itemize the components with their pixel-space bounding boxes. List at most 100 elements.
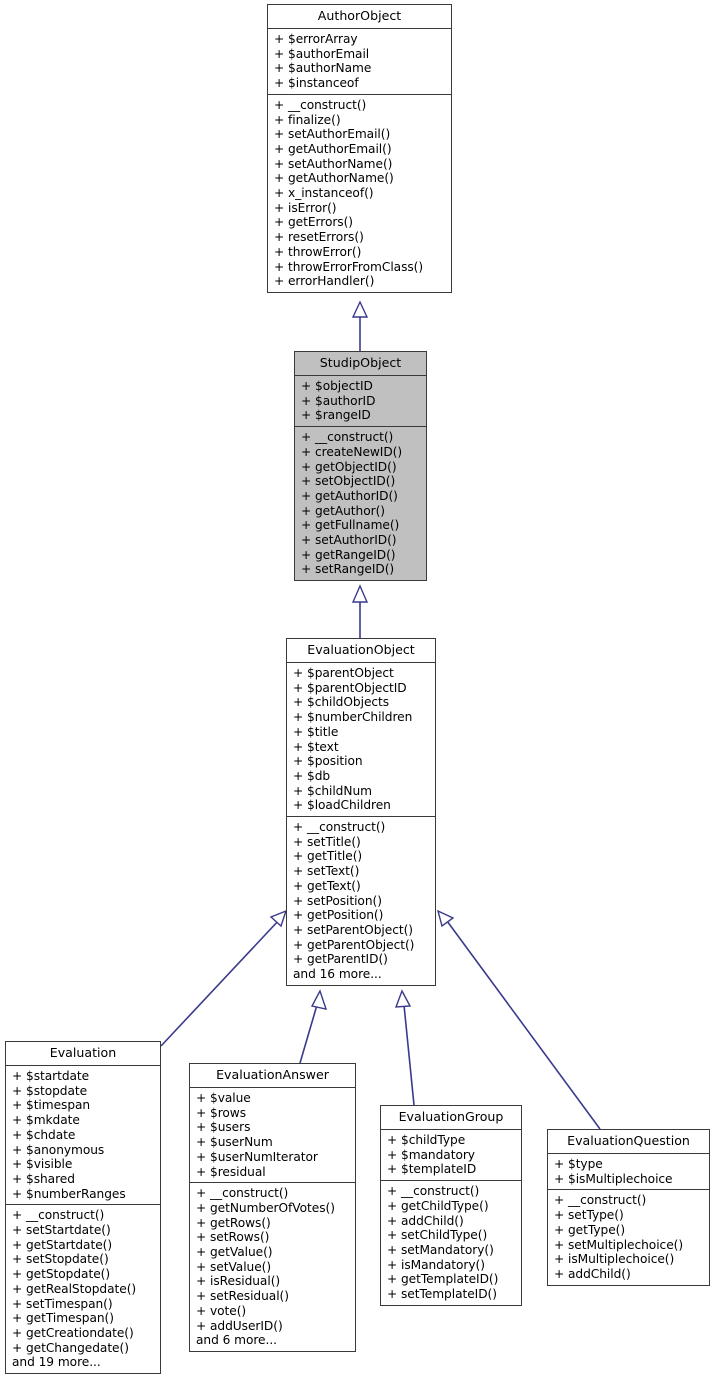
attribute-row: + $startdate [12,1069,90,1083]
attribute-row: + $stopdate [12,1083,88,1098]
attribute-row: + $mkdate [12,1113,80,1128]
method-row: + getTitle() [293,849,363,864]
method-row: + getNumberOfVotes() [196,1200,335,1215]
method-row: + isMandatory() [387,1257,485,1272]
methods-compartment: + __construct()+ setType()+ getType()+ s… [548,1189,709,1285]
method-row: + getParentObject() [293,937,415,952]
attribute-row: + $childNum [293,783,372,798]
method-row: + x_instanceof() [274,186,374,201]
method-row: + throwError() [274,244,362,259]
method-row: + __construct() [274,97,367,112]
method-row: + setPosition() [293,893,382,908]
attribute-row: + $errorArray [274,32,358,46]
attributes-compartment: + $childType+ $mandatory+ $templateID [381,1129,521,1181]
method-row: + setStopdate() [12,1252,109,1267]
method-row: + getFullname() [301,518,400,533]
uml-class-evaluation[interactable]: Evaluation + $startdate+ $stopdate+ $time… [5,1041,161,1375]
attribute-row: + $authorName [274,61,372,76]
method-row: + setMultiplechoice() [554,1237,684,1252]
method-row: + __construct() [196,1186,289,1201]
methods-compartment: + __construct()+ setStartdate()+ getStar… [6,1204,160,1374]
attribute-row: + $childObjects [293,695,390,710]
method-row: + setTemplateID() [387,1287,497,1302]
uml-class-evaluationquestion[interactable]: EvaluationQuestion + $type+ $isMultiplech… [547,1129,710,1286]
class-name-studipobject: StudipObject [319,355,402,370]
attribute-row: + $position [293,754,363,769]
uml-class-evaluationgroup[interactable]: EvaluationGroup+ $childType+ $mandatory+… [380,1105,522,1306]
uml-class-authorobject[interactable]: AuthorObject+ $errorArray+ $authorEmail+… [267,4,452,293]
method-row: + getStopdate() [12,1267,111,1282]
edge-evaluationgroup-to-evaluationobject [394,989,415,1106]
method-row: + setAuthorEmail() [274,127,391,142]
attribute-row: + $userNumIterator [196,1149,318,1164]
attributes-compartment: + $startdate+ $stopdate+ $timespan+ $mkd… [6,1065,160,1205]
method-row: + __construct() [554,1193,647,1208]
method-row: + __construct() [301,430,394,445]
attribute-row: + $text [293,739,339,754]
method-row: + addUserID() [196,1318,283,1333]
attribute-row: + $authorID [301,393,376,408]
method-row: + setChildType() [387,1228,488,1243]
method-row: + setAuthorName() [274,156,393,171]
class-name-evaluation: Evaluation [49,1045,117,1060]
edge-evaluation-to-evaluationobject [160,909,288,1047]
method-row: + __construct() [293,820,386,835]
attribute-row: + $timespan [12,1098,91,1113]
method-row: + isResidual() [196,1274,281,1289]
method-row: + getCreationdate() [12,1325,134,1340]
method-row: + getChangedate() [12,1340,129,1355]
attribute-row: + $templateID [387,1162,477,1177]
method-row: + setTimespan() [12,1296,113,1311]
attribute-row: + $instanceof [274,76,359,91]
method-row: + getText() [293,878,361,893]
attribute-row: + $rangeID [301,408,371,423]
method-row: + getObjectID() [301,459,397,474]
uml-class-evaluationobject[interactable]: EvaluationObject+ $parentObject+ $parent… [286,638,436,986]
method-row: + setMandatory() [387,1242,494,1257]
class-name-evaluationquestion: EvaluationQuestion [567,1133,690,1148]
attribute-row: + $title [293,724,339,739]
method-row: + resetErrors() [274,230,364,245]
attribute-row: + $users [196,1120,251,1135]
more-members-label: and 16 more... [293,967,382,982]
method-row: + setText() [293,864,360,879]
attributes-compartment: + $type+ $isMultiplechoice [548,1153,709,1190]
attribute-row: + $shared [12,1171,75,1186]
uml-class-studipobject[interactable]: StudipObject+ $objectID+ $authorID+ $ran… [294,351,427,582]
attribute-row: + $numberChildren [293,710,413,725]
method-row: + setTitle() [293,834,361,849]
method-row: + getParentID() [293,952,388,967]
method-row: + setObjectID() [301,474,396,489]
method-row: + getStartdate() [12,1237,113,1252]
method-row: + getErrors() [274,215,354,230]
method-row: + getTimespan() [12,1311,114,1326]
edge-studipobject-to-authorobject [351,300,369,351]
method-row: + errorHandler() [274,274,375,289]
attribute-row: + $numberRanges [12,1186,126,1201]
class-name-authorobject: AuthorObject [317,8,402,23]
method-row: + setAuthorID() [301,533,397,548]
method-row: + isError() [274,200,337,215]
method-row: + vote() [196,1303,247,1318]
method-row: + getTemplateID() [387,1272,499,1287]
method-row: + setResidual() [196,1289,289,1304]
attribute-row: + $authorEmail [274,46,370,61]
method-row: + createNewID() [301,444,403,459]
method-row: + getAuthorID() [301,488,398,503]
attributes-compartment: + $value+ $rows+ $users+ $userNum+ $user… [190,1087,355,1183]
method-row: + getChildType() [387,1198,489,1213]
attribute-row: + $chdate [12,1127,76,1142]
attribute-row: + $parentObject [293,666,394,680]
attribute-row: + $visible [12,1157,73,1172]
attribute-row: + $userNum [196,1135,273,1150]
attribute-row: + $loadChildren [293,798,391,813]
method-row: + __construct() [12,1208,105,1223]
method-row: + setValue() [196,1259,272,1274]
uml-class-evaluationanswer[interactable]: EvaluationAnswer+ $value+ $rows+ $users+… [189,1063,356,1352]
method-row: + getRealStopdate() [12,1281,137,1296]
attribute-row: + $rows [196,1105,247,1120]
method-row: + getRows() [196,1215,271,1230]
method-row: + throwErrorFromClass() [274,259,424,274]
method-row: + getPosition() [293,908,384,923]
edge-evaluationquestion-to-evaluationobject [436,909,601,1130]
